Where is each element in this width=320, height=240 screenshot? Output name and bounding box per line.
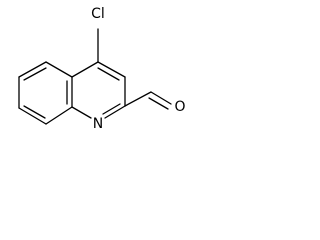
molecule-diagram: Cl N O — [18, 6, 186, 132]
benzo-ring — [18, 61, 73, 125]
bond-c6-c5 — [18, 61, 47, 78]
bond-cho-o — [150, 91, 172, 105]
bond-c2-cho — [124, 91, 152, 107]
chlorine-label: Cl — [91, 6, 105, 22]
bond-c4a-c4 — [71, 61, 99, 78]
bond-c4-c3-inner — [97, 67, 120, 81]
bond-c8-c7-inner — [23, 105, 46, 119]
bond-c8a-c8 — [45, 106, 73, 125]
bond-cho-o-double — [148, 97, 169, 110]
oxygen-label: O — [174, 99, 185, 115]
bond-c2-n1-inner — [102, 103, 121, 115]
bond-c6-c5-inner — [23, 67, 47, 81]
bond-c5-c4a — [45, 61, 73, 78]
nitrogen-label: N — [93, 116, 103, 132]
bond-c4-c3 — [97, 61, 126, 78]
bond-n1-c8a — [71, 106, 92, 119]
structure-canvas: Cl N O — [0, 0, 219, 138]
aldehyde-group — [124, 91, 172, 110]
bond-c8-c7 — [18, 107, 47, 125]
bond-c2-n1 — [104, 105, 126, 119]
pyridine-ring — [71, 61, 126, 119]
